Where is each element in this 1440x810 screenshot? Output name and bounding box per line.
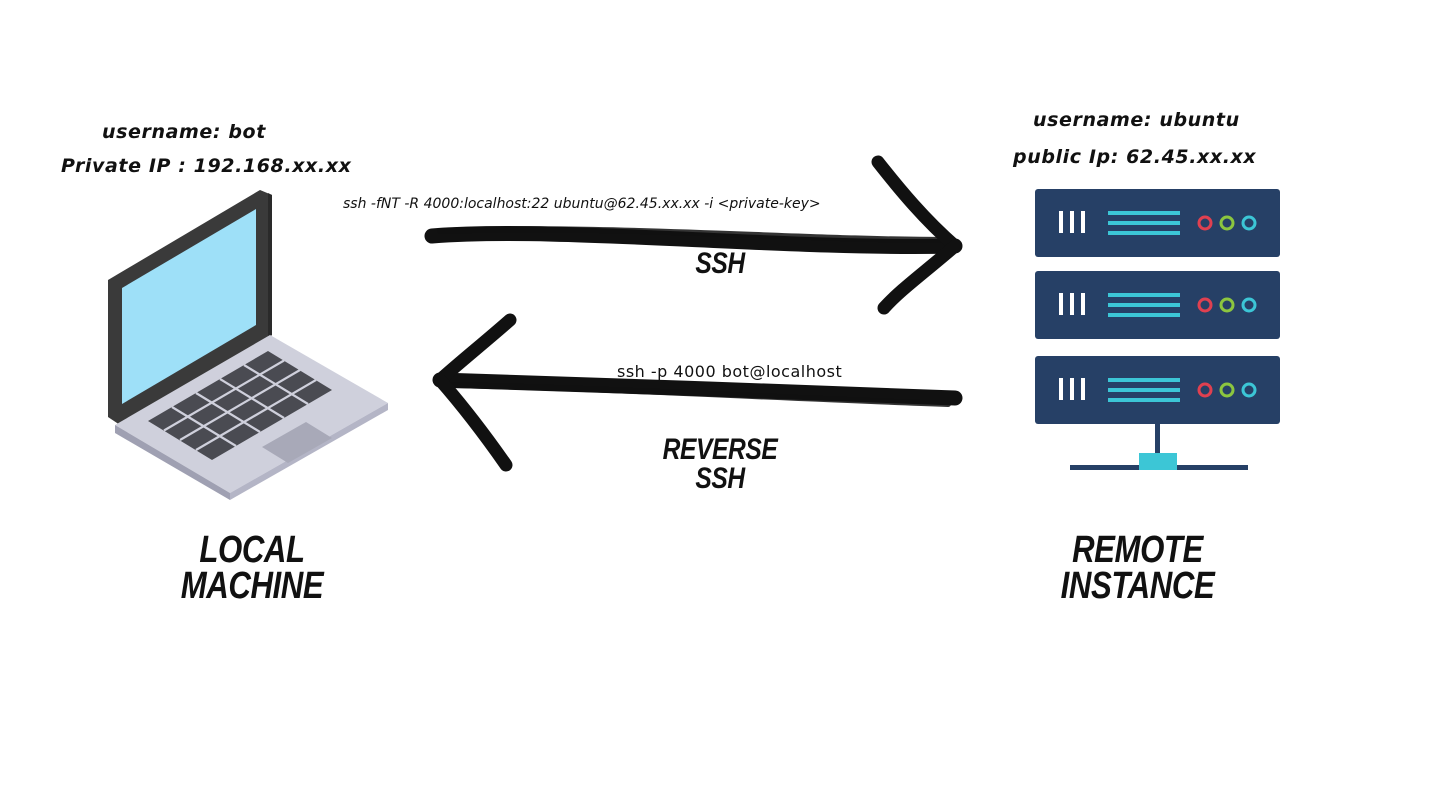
reverse-ssh-arrow (432, 313, 963, 472)
reverse-ssh-command: ssh -p 4000 bot@localhost (617, 362, 843, 381)
remote-username: username: ubuntu (1033, 109, 1240, 131)
local-username: username: bot (102, 121, 266, 143)
server-unit-3 (1035, 356, 1280, 424)
server-rack-icon (1035, 189, 1280, 470)
network-connector (1070, 424, 1248, 470)
local-machine-caption: LOCAL MACHINE (180, 529, 324, 608)
laptop-icon (108, 190, 388, 500)
ssh-label: SSH (695, 247, 745, 280)
server-unit-2 (1035, 271, 1280, 339)
forward-ssh-command: ssh -fNT -R 4000:localhost:22 ubuntu@62.… (343, 196, 821, 212)
remote-public-ip: public Ip: 62.45.xx.xx (1013, 146, 1257, 168)
server-unit-1 (1035, 189, 1280, 257)
ssh-forward-arrow (424, 155, 963, 315)
remote-instance-caption: REMOTE INSTANCE (1060, 529, 1215, 608)
local-private-ip: Private IP : 192.168.xx.xx (61, 155, 352, 177)
reverse-ssh-label: REVERSE SSH (662, 433, 778, 495)
